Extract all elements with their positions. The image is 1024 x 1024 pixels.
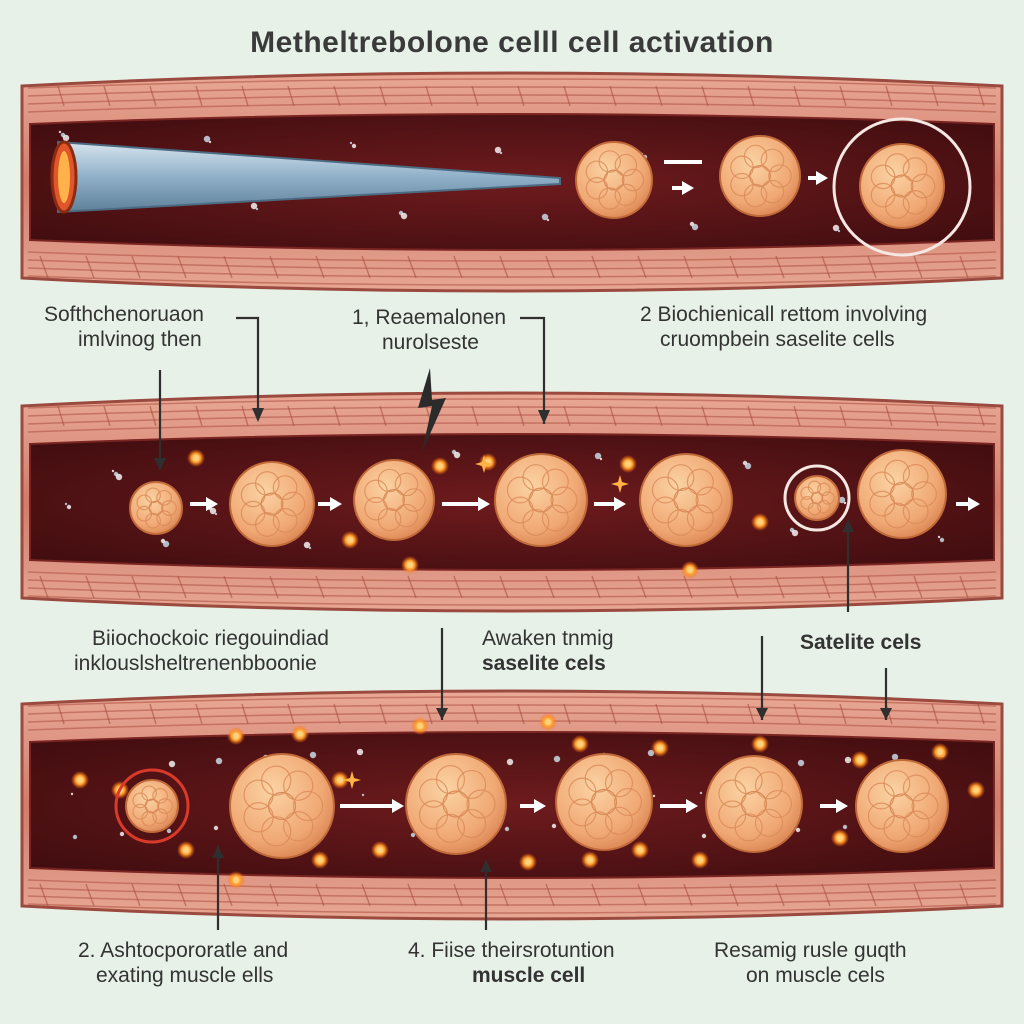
satellite-cell-11 — [125, 779, 179, 833]
satellite-cell-7 — [494, 453, 588, 547]
highlight-ring-mid — [783, 464, 851, 532]
satellite-cell-15 — [705, 755, 803, 853]
page-title: Metheltrebolone celll cell activation — [250, 26, 774, 59]
satellite-cell-10 — [857, 449, 947, 539]
satellite-cell-1 — [575, 141, 653, 219]
satellite-cell-9 — [794, 475, 840, 521]
label-mid-right: Satelite cels — [800, 631, 922, 654]
sparkle-icon — [475, 455, 493, 473]
satellite-cell-6 — [353, 459, 435, 541]
satellite-cell-13 — [405, 753, 507, 855]
syringe-needle-icon — [50, 140, 561, 214]
satellite-cell-14 — [555, 753, 653, 851]
sparkle-icon — [611, 475, 629, 493]
satellite-cell-12 — [229, 753, 335, 859]
satellite-cell-8 — [639, 453, 733, 547]
satellite-cell-3 — [859, 143, 945, 229]
highlight-ring-small — [114, 768, 190, 844]
highlight-ring — [832, 117, 972, 257]
satellite-cell-4 — [129, 481, 183, 535]
satellite-cell-16 — [855, 759, 949, 853]
sparkle-icon — [343, 771, 361, 789]
lightning-bolt-icon — [418, 368, 446, 452]
arrow-down-icon — [520, 316, 546, 424]
satellite-cell-2 — [719, 135, 801, 217]
arrow-down-icon — [236, 316, 260, 420]
satellite-cell-5 — [229, 461, 315, 547]
